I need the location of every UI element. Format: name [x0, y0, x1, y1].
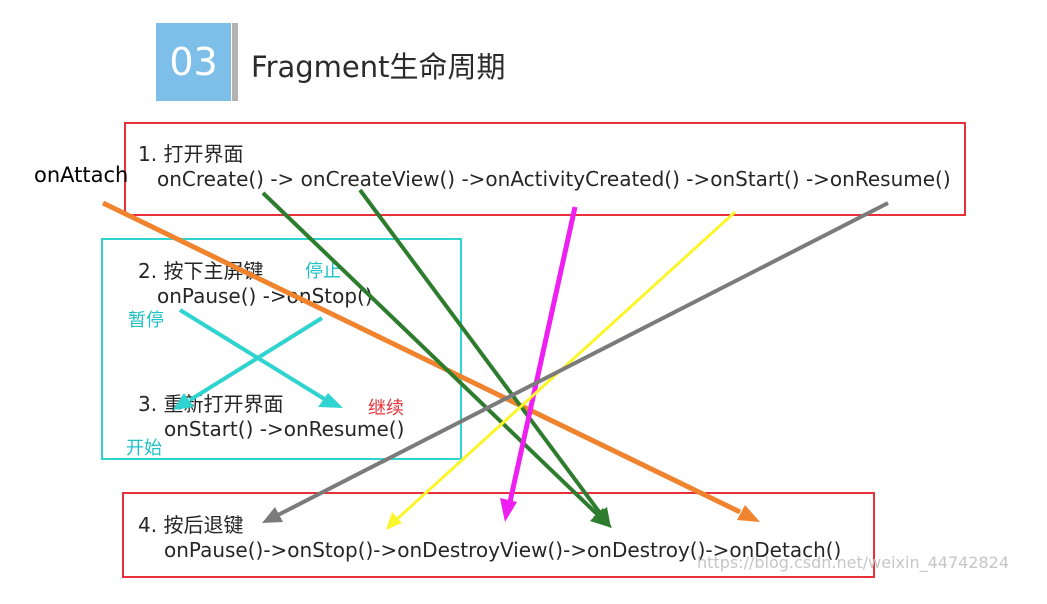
- open-screen-heading: 1. 打开界面: [138, 142, 244, 166]
- reopen-screen-callbacks: onStart() ->onResume(): [164, 417, 405, 441]
- back-key-heading: 4. 按后退键: [138, 513, 244, 537]
- watermark: https://blog.csdn.net/weixin_44742824: [697, 553, 1010, 572]
- section-number-divider: [232, 23, 238, 101]
- home-key-callbacks: onPause() ->onStop(): [157, 284, 373, 308]
- pause-annotation: 暂停: [128, 310, 164, 331]
- on-attach-label: onAttach: [34, 163, 129, 187]
- start-annotation: 开始: [126, 438, 162, 459]
- reopen-screen-heading: 3. 重新打开界面: [138, 392, 284, 416]
- back-key-callbacks: onPause()->onStop()->onDestroyView()->on…: [164, 538, 842, 562]
- open-screen-callbacks: onCreate() -> onCreateView() ->onActivit…: [157, 167, 951, 191]
- stop-annotation: 停止: [305, 261, 341, 282]
- activity-created-to-destroy-view-arrow: [507, 206, 578, 503]
- page-title: Fragment生命周期: [251, 50, 506, 84]
- home-key-heading: 2. 按下主屏键: [138, 259, 264, 283]
- section-number-badge: 03: [156, 23, 231, 101]
